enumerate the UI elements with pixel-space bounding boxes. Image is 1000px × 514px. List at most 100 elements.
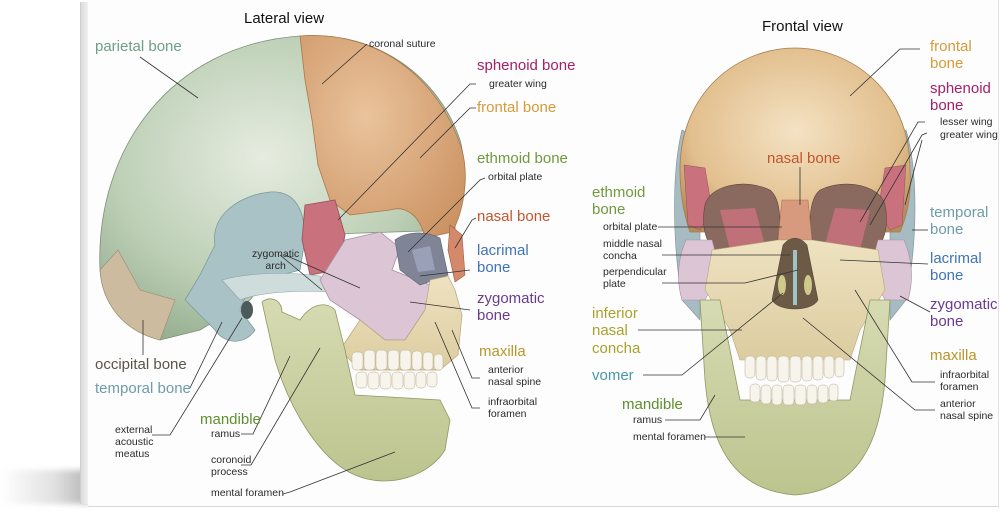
frontal-vomer — [793, 250, 797, 305]
label-zygomatic-line1: zygomatic — [477, 290, 545, 307]
lateral-view-title: Lateral view — [244, 10, 325, 27]
label-iof-line1: infraorbital — [488, 396, 538, 408]
label-pp-line2: plate — [603, 278, 626, 291]
label-parietal-bone: parietal bone — [95, 38, 182, 55]
lateral-teeth — [351, 349, 444, 390]
label-frontal-lacrimal-bone: lacrimal bone — [930, 250, 982, 285]
canvas-shadow — [0, 470, 90, 504]
label-frontal-infraorbital-foramen: infraorbital foramen — [940, 369, 989, 393]
label-orbital-plate: orbital plate — [488, 171, 543, 183]
label-ans-line1: anterior — [488, 364, 524, 376]
label-anterior-nasal-spine: anterior nasal spine — [488, 364, 541, 388]
label-feb-line2: bone — [592, 201, 626, 219]
label-ramus: ramus — [211, 428, 241, 440]
label-zygomatic-arch: zygomatic arch — [252, 248, 299, 272]
frontal-concha-right — [804, 275, 812, 295]
label-ethmoid-bone: ethmoid bone — [477, 150, 568, 167]
label-frontal-nasal-bone: nasal bone — [767, 150, 841, 167]
frontal-right-orbit-sphenoid — [825, 208, 870, 250]
label-coronoid-process: coronoid process — [211, 454, 251, 478]
frontal-left-orbit-sphenoid — [720, 208, 765, 250]
label-frontal-ethmoid-bone: ethmoid bone — [592, 184, 645, 219]
label-perpendicular-plate: perpendicular plate — [603, 266, 667, 290]
label-pp-line1: perpendicular — [603, 266, 667, 278]
canvas-side-edge — [80, 2, 89, 504]
lateral-mandible — [261, 298, 451, 482]
label-eam-line2: acoustic — [115, 436, 154, 449]
label-infraorbital-foramen: infraorbital foramen — [488, 396, 537, 420]
label-ftb-line2: bone — [930, 221, 964, 239]
label-frontal-ramus: ramus — [633, 414, 663, 426]
lateral-frontal-bone — [299, 35, 466, 239]
label-temporal-bone: temporal bone — [95, 380, 191, 397]
label-frontal-temporal-bone: temporal bone — [930, 204, 988, 239]
lateral-nasal-bone — [447, 224, 466, 283]
label-frontal-orbital-plate: orbital plate — [603, 221, 658, 233]
label-frontal-bone: frontal bone — [477, 99, 557, 116]
label-fsb-line1: sphenoid — [930, 80, 991, 97]
label-fiof-line2: foramen — [940, 381, 979, 394]
label-mnc-line1: middle nasal — [603, 238, 662, 250]
label-ffb-line2: bone — [930, 55, 964, 73]
label-inc-line2: nasal — [592, 322, 628, 340]
label-lacrimal-line1: lacrimal — [477, 242, 529, 259]
label-fans-line2: nasal spine — [940, 410, 994, 423]
label-eam-line1: external — [115, 424, 153, 436]
lateral-occipital-bone — [99, 249, 176, 341]
label-occipital-bone: occipital bone — [95, 356, 187, 373]
label-fzb-line1: zygomatic — [930, 296, 998, 313]
label-zygomatic-bone: zygomatic bone — [477, 290, 545, 325]
leader-lines — [139, 43, 935, 495]
label-flb-line2: bone — [930, 267, 964, 285]
lateral-skull — [99, 35, 466, 482]
label-ffb-line1: frontal — [930, 38, 972, 55]
label-middle-nasal-concha: middle nasal concha — [603, 238, 662, 262]
label-coronal-suture: coronal suture — [369, 38, 436, 50]
label-coronoid-line1: coronoid — [211, 454, 252, 466]
label-sphenoid-bone: sphenoid bone — [477, 57, 576, 74]
frontal-teeth — [744, 355, 845, 406]
label-frontal-mandible: mandible — [622, 396, 683, 413]
frontal-view-title: Frontal view — [762, 18, 843, 35]
frontal-concha-left — [778, 275, 786, 295]
label-fans-line1: anterior — [940, 398, 976, 410]
label-mnc-line2: concha — [603, 250, 637, 263]
frontal-nasal-bone — [777, 199, 813, 241]
label-feb-line1: ethmoid — [592, 184, 646, 201]
frontal-skull — [674, 47, 916, 496]
label-ftb-line1: temporal — [930, 204, 989, 221]
label-zygomatic-arch-line2: arch — [265, 260, 286, 273]
label-fsb-line2: bone — [930, 97, 964, 115]
label-inc-line3: concha — [592, 339, 641, 357]
label-zygomatic-line2: bone — [477, 307, 511, 325]
label-frontal-mental-foramen: mental foramen — [633, 431, 706, 443]
label-frontal-zygomatic-bone: zygomatic bone — [930, 296, 998, 331]
label-inferior-nasal-concha: inferior nasal concha — [592, 305, 640, 357]
lateral-lacrimal-bone — [412, 246, 435, 272]
label-eam-line3: meatus — [115, 448, 150, 461]
label-frontal-maxilla: maxilla — [930, 347, 977, 364]
label-lacrimal-bone: lacrimal bone — [477, 242, 529, 277]
label-ans-line2: nasal spine — [488, 376, 542, 389]
label-lesser-wing: lesser wing — [940, 116, 993, 128]
label-maxilla: maxilla — [479, 343, 526, 360]
lateral-acoustic-meatus — [241, 301, 253, 319]
label-mandible: mandible — [200, 411, 261, 428]
label-frontal-anterior-nasal-spine: anterior nasal spine — [940, 398, 993, 422]
label-lacrimal-line2: bone — [477, 259, 511, 277]
label-iof-line2: foramen — [488, 408, 527, 421]
label-mental-foramen: mental foramen — [211, 487, 284, 499]
label-frontal-sphenoid-bone: sphenoid bone — [930, 80, 991, 115]
label-external-acoustic-meatus: external acoustic meatus — [115, 424, 154, 460]
label-fzb-line2: bone — [930, 313, 964, 331]
label-flb-line1: lacrimal — [930, 250, 982, 267]
label-coronoid-line2: process — [211, 466, 248, 479]
label-zygomatic-arch-line1: zygomatic — [252, 248, 300, 260]
label-inc-line1: inferior — [592, 305, 638, 322]
label-greater-wing: greater wing — [489, 78, 547, 90]
lateral-zygomatic-arch — [221, 273, 331, 301]
label-frontal-frontal-bone: frontal bone — [930, 38, 972, 73]
label-fiof-line1: infraorbital — [940, 369, 990, 381]
